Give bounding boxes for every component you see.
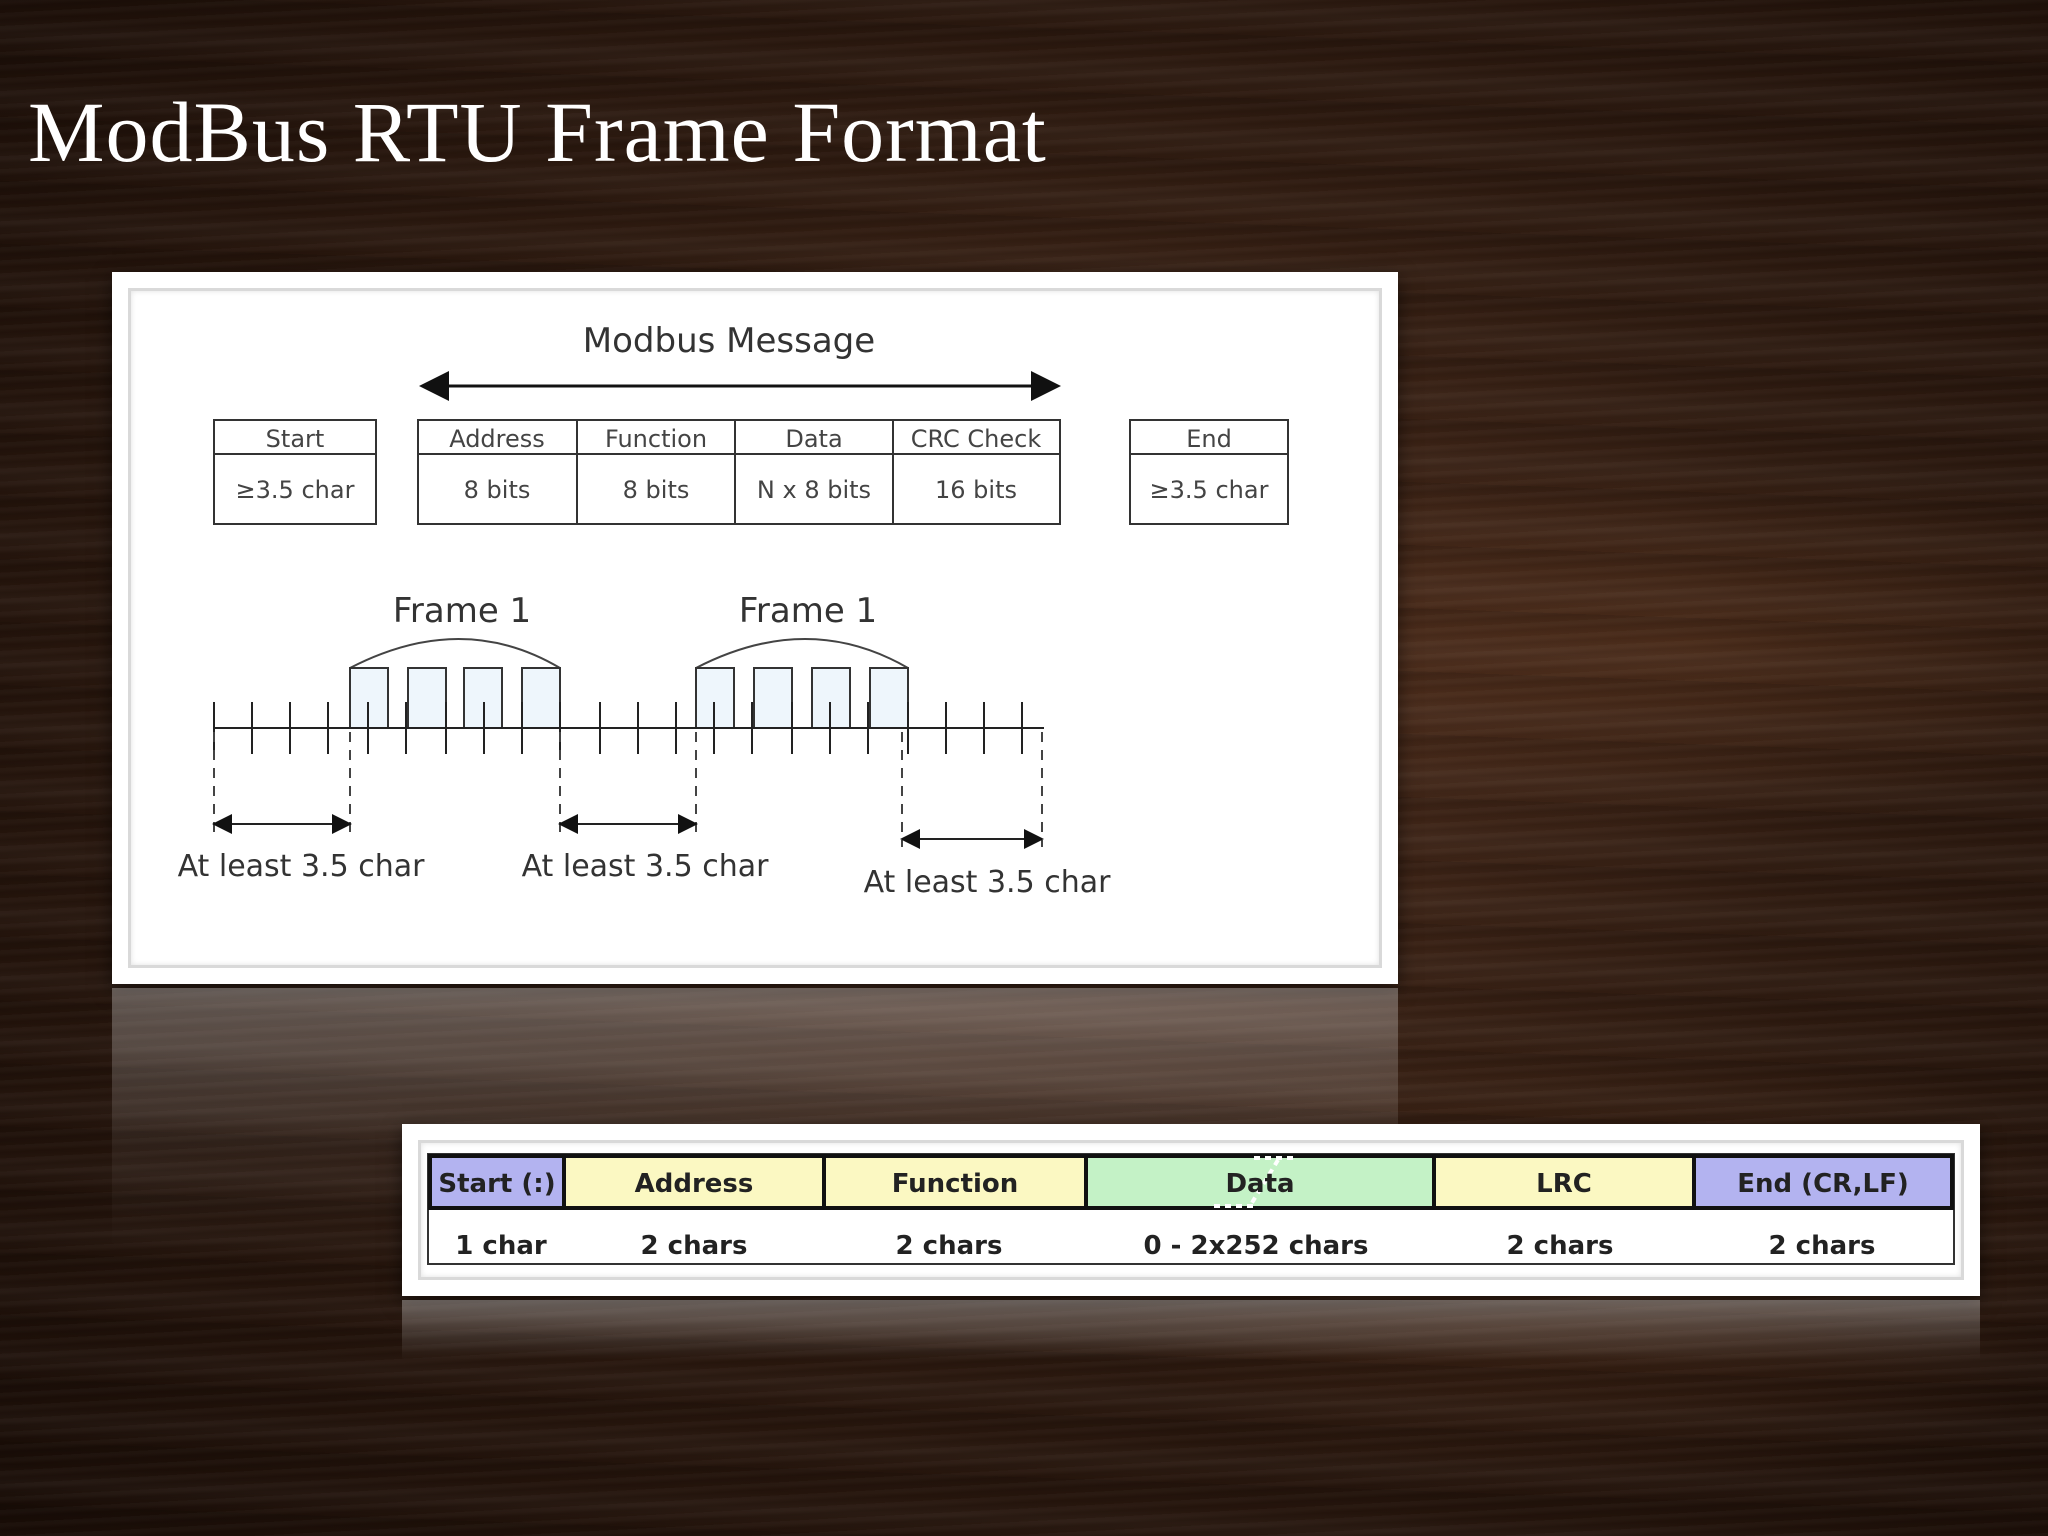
- frame-label-2: Frame 1: [739, 591, 877, 631]
- gap-label-2: At least 3.5 char: [522, 849, 770, 884]
- gap-label-3: At least 3.5 char: [864, 865, 1112, 900]
- ascii-value-start: 1 char: [455, 1231, 547, 1261]
- data-cell-break-marks: [1214, 1156, 1298, 1208]
- rtu-frame-diagram-panel: Modbus Message Start ≥3.5 char Address 8…: [112, 272, 1398, 984]
- slide-title: ModBus RTU Frame Format: [28, 84, 1047, 180]
- ascii-frame-table-panel: Start (:) Address Function Data LRC End …: [402, 1124, 1980, 1296]
- end-field: End ≥3.5 char: [1129, 419, 1289, 525]
- ascii-header-lrc: LRC: [1536, 1169, 1592, 1199]
- data-field-header: Data: [785, 425, 842, 453]
- address-field-value: 8 bits: [464, 476, 531, 504]
- data-field-value: N x 8 bits: [757, 476, 871, 504]
- ascii-header-end-cell: [1692, 1154, 1954, 1210]
- crc-field-value: 16 bits: [935, 476, 1017, 504]
- function-field-value: 8 bits: [623, 476, 690, 504]
- gap-label-1: At least 3.5 char: [178, 849, 426, 884]
- ascii-header-cells: [428, 1154, 1954, 1210]
- frame-arc-2: [695, 638, 909, 669]
- ascii-value-end: 2 chars: [1769, 1231, 1876, 1261]
- table-reflection: [402, 1300, 1980, 1360]
- frame-label-1: Frame 1: [393, 591, 531, 631]
- rtu-frame-diagram: Modbus Message Start ≥3.5 char Address 8…: [178, 321, 1289, 900]
- ascii-value-lrc: 2 chars: [1507, 1231, 1614, 1261]
- modbus-message-label: Modbus Message: [583, 321, 875, 361]
- ascii-value-data: 0 - 2x252 chars: [1144, 1231, 1369, 1261]
- ascii-header-start-cell: [428, 1154, 566, 1210]
- frame-arc-1: [349, 638, 561, 669]
- ascii-header-start: Start (:): [438, 1169, 555, 1199]
- gap-boundaries: [213, 732, 1043, 847]
- message-fields: Address 8 bits Function 8 bits Data N x …: [417, 419, 1061, 525]
- start-field-header: Start: [266, 425, 325, 453]
- ascii-frame-table: Start (:) Address Function Data LRC End …: [427, 1153, 1955, 1265]
- frame-2-char-blocks: [695, 667, 909, 729]
- function-field-header: Function: [605, 425, 707, 453]
- timeline-ticks: [213, 702, 1023, 754]
- gap-arrows: [212, 814, 1044, 849]
- end-field-header: End: [1186, 425, 1232, 453]
- start-field-value: ≥3.5 char: [236, 476, 355, 504]
- frame-1-char-blocks: [349, 667, 561, 729]
- crc-field-header: CRC Check: [911, 425, 1042, 453]
- end-field-value: ≥3.5 char: [1150, 476, 1269, 504]
- ascii-header-data: Data: [1225, 1169, 1294, 1199]
- ascii-header-function: Function: [892, 1169, 1019, 1199]
- ascii-header-end: End (CR,LF): [1737, 1169, 1909, 1199]
- ascii-header-address-cell: [562, 1154, 826, 1210]
- ascii-header-address: Address: [635, 1169, 754, 1199]
- ascii-value-function: 2 chars: [896, 1231, 1003, 1261]
- start-field: Start ≥3.5 char: [213, 419, 377, 525]
- address-field-header: Address: [449, 425, 545, 453]
- ascii-value-address: 2 chars: [641, 1231, 748, 1261]
